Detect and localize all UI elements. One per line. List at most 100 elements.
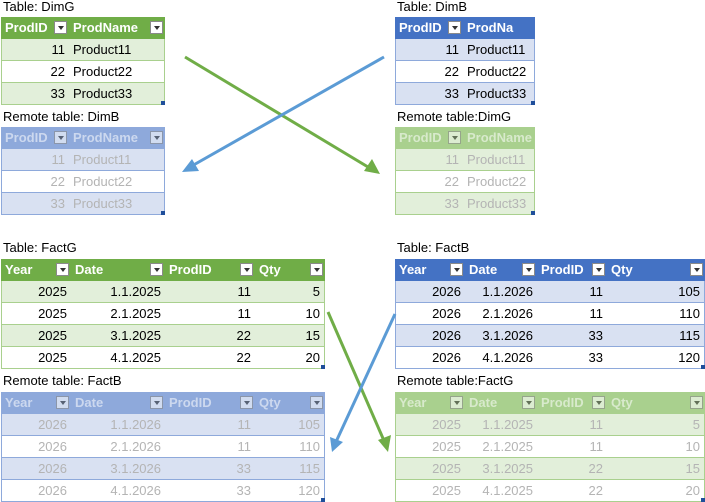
cell-date[interactable]: 4.1.2025 bbox=[482, 483, 533, 498]
table-dim-g[interactable]: ProdID ProdName 11 Product11 22 Product2… bbox=[1, 17, 165, 105]
resize-handle[interactable] bbox=[531, 101, 535, 105]
cell-qty[interactable]: 115 bbox=[299, 461, 320, 476]
table-row[interactable]: 2025 2.1.2025 11 10 bbox=[396, 436, 704, 458]
filter-dropdown-icon[interactable] bbox=[592, 263, 605, 276]
cell-year[interactable]: 2025 bbox=[432, 483, 461, 498]
table-remote-fact-g[interactable]: Year Date ProdID Qty 2025 1.1.2025 11 5 … bbox=[395, 392, 705, 502]
header-qty[interactable]: Qty bbox=[607, 259, 705, 281]
cell-year[interactable]: 2025 bbox=[38, 306, 67, 321]
cell-prodname[interactable]: Product22 bbox=[73, 174, 133, 189]
filter-dropdown-icon[interactable] bbox=[150, 263, 163, 276]
cell-prodid[interactable]: 11 bbox=[445, 42, 460, 57]
cell-year[interactable]: 2026 bbox=[432, 350, 461, 365]
cell-prodid[interactable]: 11 bbox=[237, 306, 252, 321]
cell-prodid[interactable]: 33 bbox=[50, 196, 65, 211]
filter-dropdown-icon[interactable] bbox=[690, 396, 703, 409]
cell-prodname[interactable]: Product33 bbox=[73, 196, 133, 211]
cell-prodname[interactable]: Product11 bbox=[73, 42, 132, 57]
header-year[interactable]: Year bbox=[395, 259, 465, 281]
cell-qty[interactable]: 105 bbox=[678, 284, 700, 299]
table-row[interactable]: 33 Product33 bbox=[396, 193, 534, 215]
cell-prodname[interactable]: Product33 bbox=[73, 86, 133, 101]
cell-year[interactable]: 2025 bbox=[38, 284, 67, 299]
cell-date[interactable]: 3.1.2026 bbox=[110, 461, 161, 476]
cell-qty[interactable]: 20 bbox=[685, 483, 700, 498]
header-year[interactable]: Year bbox=[1, 392, 71, 414]
header-prodid[interactable]: ProdID bbox=[395, 127, 463, 149]
header-qty[interactable]: Qty bbox=[255, 392, 325, 414]
table-fact-g[interactable]: Year Date ProdID Qty 2025 1.1.2025 11 5 … bbox=[1, 259, 325, 369]
cell-year[interactable]: 2026 bbox=[38, 461, 67, 476]
filter-dropdown-icon[interactable] bbox=[150, 131, 163, 144]
cell-prodid[interactable]: 22 bbox=[588, 461, 603, 476]
cell-qty[interactable]: 120 bbox=[678, 350, 700, 365]
cell-date[interactable]: 1.1.2025 bbox=[482, 417, 533, 432]
cell-date[interactable]: 2.1.2026 bbox=[110, 439, 161, 454]
filter-dropdown-icon[interactable] bbox=[450, 263, 463, 276]
cell-prodid[interactable]: 22 bbox=[236, 328, 251, 343]
resize-handle[interactable] bbox=[161, 211, 165, 215]
cell-date[interactable]: 3.1.2025 bbox=[110, 328, 161, 343]
cell-year[interactable]: 2026 bbox=[38, 417, 67, 432]
table-row[interactable]: 22 Product22 bbox=[2, 171, 164, 193]
table-row[interactable]: 2025 3.1.2025 22 15 bbox=[2, 325, 324, 347]
cell-prodid[interactable]: 22 bbox=[50, 64, 65, 79]
header-prodid[interactable]: ProdID bbox=[395, 17, 463, 39]
cell-year[interactable]: 2025 bbox=[432, 439, 461, 454]
header-prodname[interactable]: ProdName bbox=[69, 127, 165, 149]
resize-handle[interactable] bbox=[161, 101, 165, 105]
header-prodid[interactable]: ProdID bbox=[537, 392, 607, 414]
header-qty[interactable]: Qty bbox=[607, 392, 705, 414]
cell-year[interactable]: 2026 bbox=[432, 284, 461, 299]
cell-date[interactable]: 2.1.2026 bbox=[482, 306, 533, 321]
table-row[interactable]: 33 Product33 bbox=[2, 193, 164, 215]
resize-handle[interactable] bbox=[701, 365, 705, 369]
cell-date[interactable]: 4.1.2025 bbox=[110, 350, 161, 365]
table-row[interactable]: 2026 1.1.2026 11 105 bbox=[2, 414, 324, 436]
cell-prodid[interactable]: 11 bbox=[237, 284, 252, 299]
cell-date[interactable]: 4.1.2026 bbox=[110, 483, 161, 498]
cell-prodname[interactable]: Product11 bbox=[73, 152, 132, 167]
table-row[interactable]: 2026 3.1.2026 33 115 bbox=[396, 325, 704, 347]
cell-year[interactable]: 2026 bbox=[38, 483, 67, 498]
filter-dropdown-icon[interactable] bbox=[310, 396, 323, 409]
header-prodid[interactable]: ProdID bbox=[537, 259, 607, 281]
filter-dropdown-icon[interactable] bbox=[56, 263, 69, 276]
cell-qty[interactable]: 15 bbox=[685, 461, 700, 476]
cell-qty[interactable]: 110 bbox=[299, 439, 320, 454]
header-prodid[interactable]: ProdID bbox=[1, 17, 69, 39]
cell-prodid[interactable]: 11 bbox=[589, 284, 604, 299]
cell-year[interactable]: 2025 bbox=[432, 417, 461, 432]
header-date[interactable]: Date bbox=[71, 259, 165, 281]
table-row[interactable]: 2026 4.1.2026 33 120 bbox=[396, 347, 704, 369]
cell-prodid[interactable]: 22 bbox=[444, 174, 459, 189]
cell-prodname[interactable]: Product11 bbox=[467, 152, 526, 167]
cell-date[interactable]: 3.1.2026 bbox=[482, 328, 533, 343]
table-row[interactable]: 2026 2.1.2026 11 110 bbox=[396, 303, 704, 325]
filter-dropdown-icon[interactable] bbox=[56, 396, 69, 409]
filter-dropdown-icon[interactable] bbox=[54, 21, 67, 34]
table-row[interactable]: 11 Product11 bbox=[396, 39, 534, 61]
header-prodid[interactable]: ProdID bbox=[165, 392, 255, 414]
cell-prodid[interactable]: 33 bbox=[444, 86, 459, 101]
cell-qty[interactable]: 115 bbox=[679, 328, 700, 343]
table-dim-b[interactable]: ProdID ProdNa 11 Product11 22 Product22 … bbox=[395, 17, 535, 105]
filter-dropdown-icon[interactable] bbox=[150, 396, 163, 409]
table-row[interactable]: 11 Product11 bbox=[396, 149, 534, 171]
cell-prodid[interactable]: 33 bbox=[50, 86, 65, 101]
filter-dropdown-icon[interactable] bbox=[150, 21, 163, 34]
cell-year[interactable]: 2026 bbox=[432, 328, 461, 343]
cell-prodid[interactable]: 33 bbox=[444, 196, 459, 211]
cell-prodname[interactable]: Product22 bbox=[467, 64, 527, 79]
cell-prodid[interactable]: 11 bbox=[237, 417, 252, 432]
resize-handle[interactable] bbox=[531, 211, 535, 215]
table-fact-b[interactable]: Year Date ProdID Qty 2026 1.1.2026 11 10… bbox=[395, 259, 705, 369]
cell-prodid[interactable]: 33 bbox=[236, 461, 251, 476]
header-year[interactable]: Year bbox=[395, 392, 465, 414]
table-row[interactable]: 2025 4.1.2025 22 20 bbox=[2, 347, 324, 369]
cell-date[interactable]: 1.1.2026 bbox=[110, 417, 161, 432]
cell-qty[interactable]: 105 bbox=[298, 417, 320, 432]
table-row[interactable]: 2025 1.1.2025 11 5 bbox=[2, 281, 324, 303]
cell-prodname[interactable]: Product33 bbox=[467, 86, 527, 101]
header-qty[interactable]: Qty bbox=[255, 259, 325, 281]
